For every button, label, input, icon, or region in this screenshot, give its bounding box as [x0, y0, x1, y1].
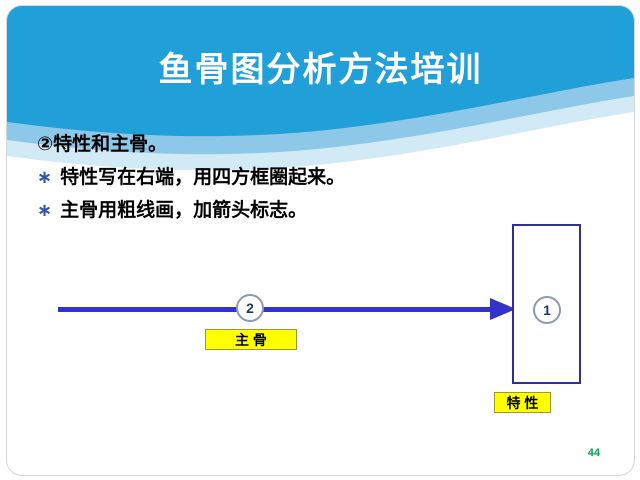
main-bone-label: 主 骨 [205, 329, 297, 350]
characteristic-label: 特 性 [494, 392, 551, 413]
main-bone-arrow-head-icon [490, 298, 516, 320]
page-number: 44 [587, 447, 600, 459]
bullet-asterisk-icon: ∗ [37, 167, 53, 187]
slide: 鱼骨图分析方法培训 ②特性和主骨。 ∗ 特性写在右端，用四方框圈起来。 ∗ 主骨用粗… [6, 5, 635, 476]
main-bone-number-circle: 2 [236, 294, 264, 322]
bullet-asterisk-icon: ∗ [37, 200, 53, 220]
slide-title: 鱼骨图分析方法培训 [158, 51, 483, 89]
banner-wave-main [7, 6, 634, 137]
bullet-item: ∗ 主骨用粗线画，加箭头标志。 [37, 194, 557, 227]
main-bone-arrow-line [58, 307, 490, 312]
bullet-text: 特性写在右端，用四方框圈起来。 [60, 167, 346, 188]
section-heading: ②特性和主骨。 [37, 134, 168, 155]
characteristic-number-circle: 1 [533, 296, 561, 324]
bullet-text: 主骨用粗线画，加箭头标志。 [60, 200, 308, 221]
bullet-item: ∗ 特性写在右端，用四方框圈起来。 [37, 161, 557, 194]
body-text-block: ②特性和主骨。 ∗ 特性写在右端，用四方框圈起来。 ∗ 主骨用粗线画，加箭头标志。 [37, 128, 557, 227]
header-banner [7, 6, 634, 171]
